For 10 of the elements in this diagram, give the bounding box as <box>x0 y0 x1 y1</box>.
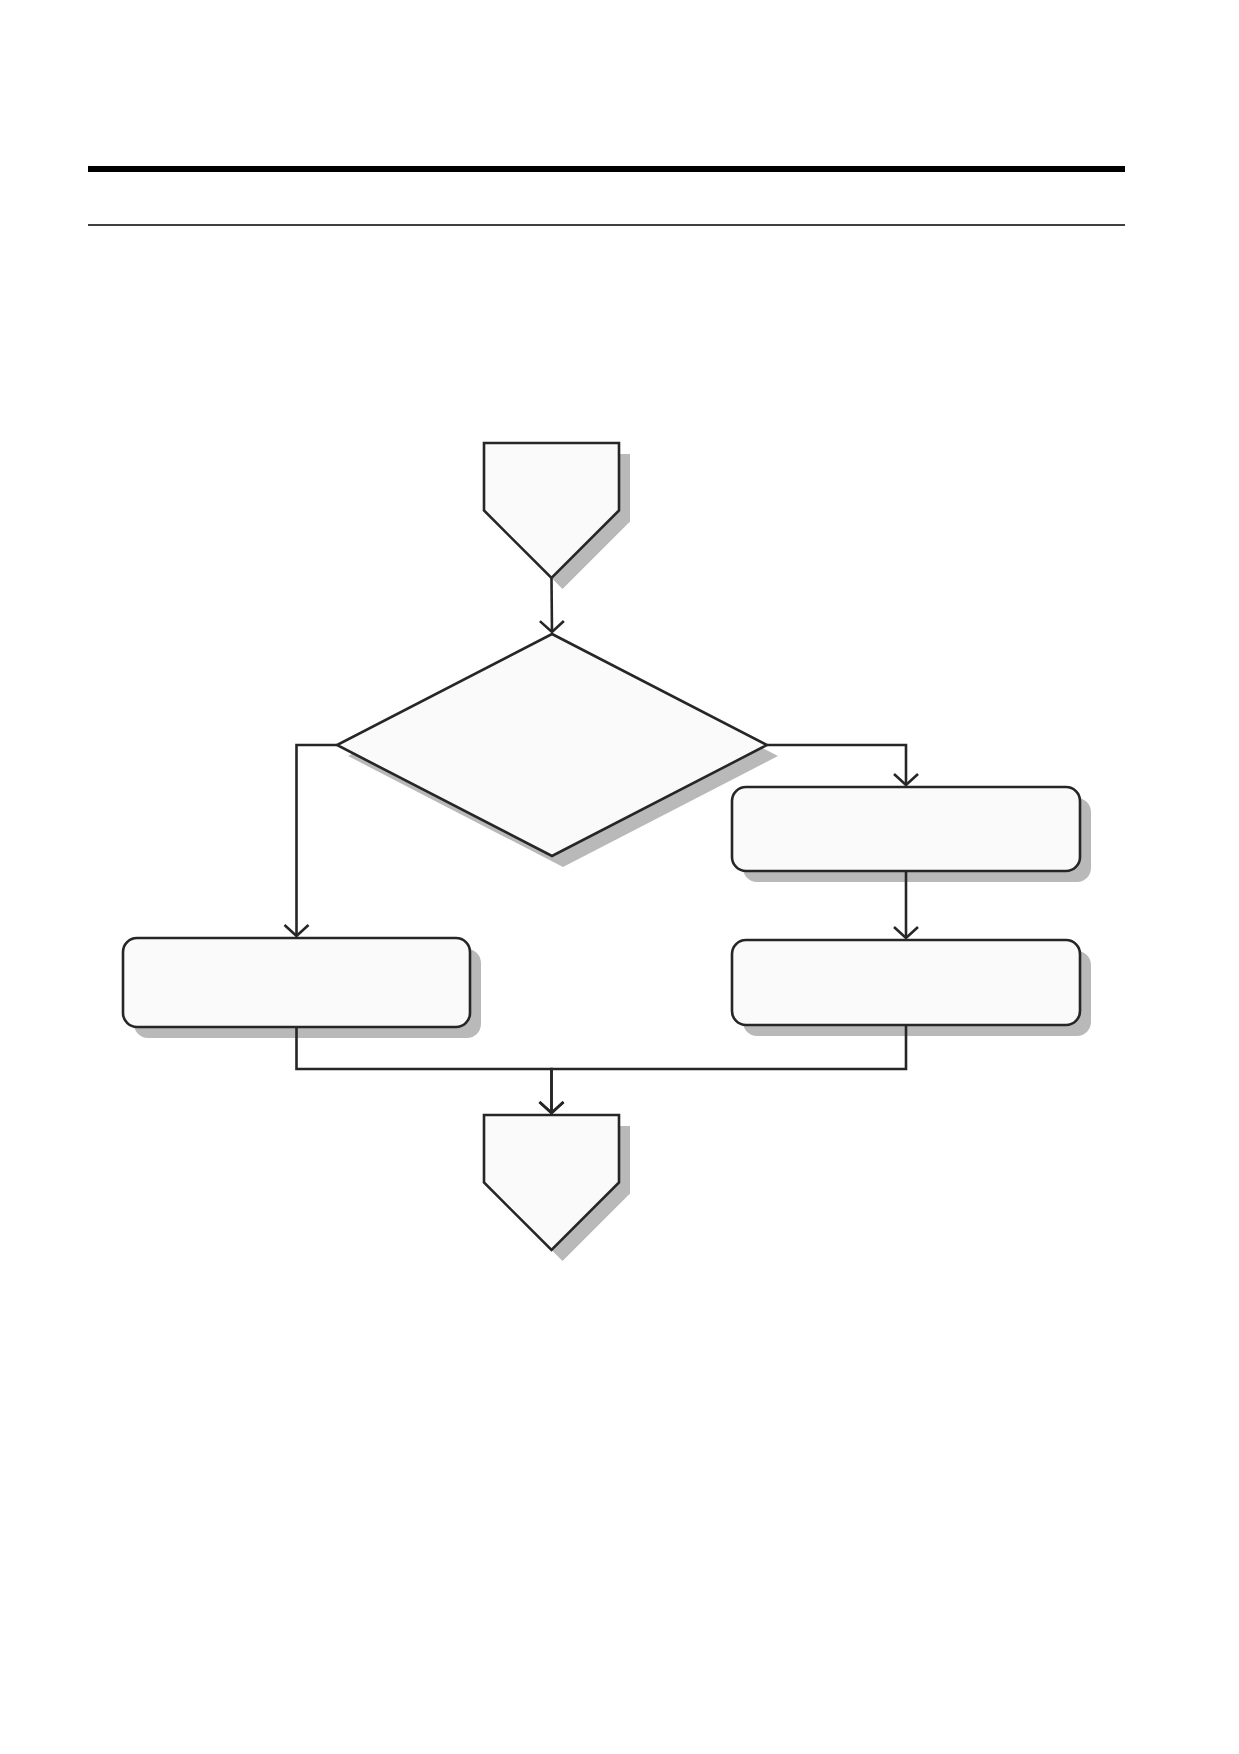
arrow <box>893 871 919 940</box>
arrow <box>538 1025 908 1115</box>
arrow <box>539 578 565 634</box>
process-box <box>730 785 1091 882</box>
process-box <box>730 938 1091 1036</box>
arrow <box>767 743 919 787</box>
process-box <box>121 936 481 1038</box>
arrow <box>283 743 337 938</box>
connector-pentagon <box>482 441 630 589</box>
connector-pentagon <box>482 1113 630 1261</box>
